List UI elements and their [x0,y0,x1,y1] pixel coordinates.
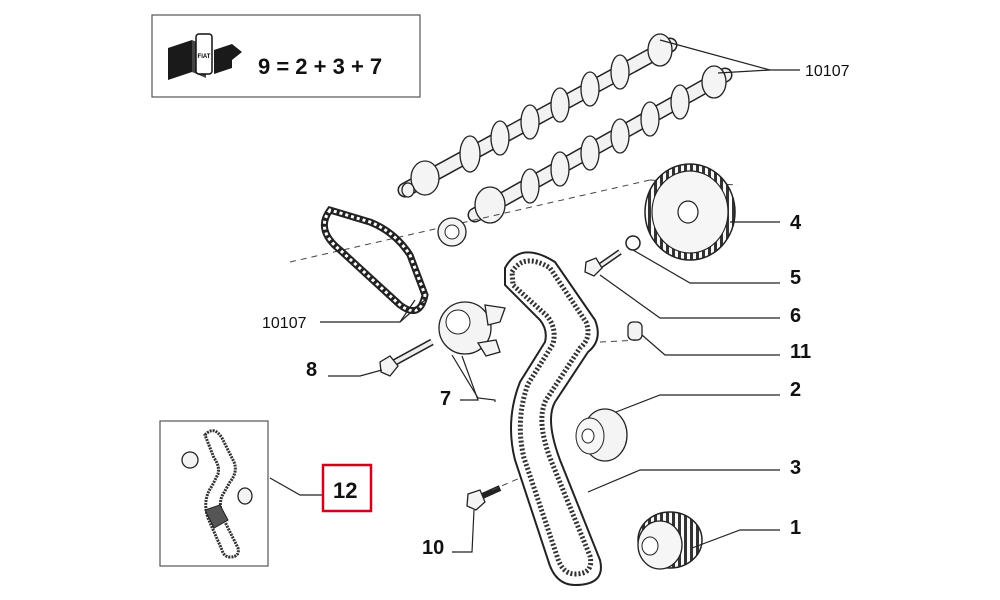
parts-kit-icon: FIAT [168,33,242,80]
highlight-box-12[interactable] [321,463,373,513]
label-4: 4 [790,212,802,234]
label-3: 3 [790,457,801,479]
camshaft-lower [467,65,733,224]
label-11: 11 [790,341,811,363]
kit-formula: 9 = 2 + 3 + 7 [258,54,382,79]
leader-camshaft-b [717,69,771,74]
leader-2 [615,394,780,413]
timing-chain [320,205,429,315]
leader-1 [691,529,780,549]
leader-7a [451,354,496,402]
leader-chain-b [399,299,416,323]
label-5: 5 [790,267,801,289]
timing-belt [504,251,602,587]
label-12[interactable]: 12 [333,478,357,503]
leader-7b [460,355,479,401]
label-7: 7 [440,388,451,410]
label-10: 10 [422,537,444,559]
leader-5 [632,249,780,284]
label-1: 1 [790,517,801,539]
camshaft-upper [397,33,678,198]
inset-assembly-box [159,420,269,567]
cam-pulley [644,163,736,261]
washer [625,235,641,251]
dowel-pin [627,321,643,341]
bolt-10 [466,485,502,511]
kit-box: FIAT 9 = 2 + 3 + 7 [151,14,421,98]
label-8: 8 [306,359,317,381]
leader-8 [328,369,383,377]
leader-10 [452,509,475,553]
idler-pulley [575,408,628,462]
kit-badge-text: FIAT [198,54,211,60]
label-2: 2 [790,379,801,401]
leader-3 [587,469,780,493]
leader-11 [641,334,780,356]
bolt-6 [584,249,622,277]
label-camshaft-ref: 10107 [805,63,850,80]
leader-6 [599,274,780,319]
label-6: 6 [790,305,801,327]
crank-pulley [637,511,703,570]
axis-line-bolt10 [491,477,521,491]
label-chain-ref: 10107 [262,315,307,332]
leader-camshaft-a [659,39,800,71]
tensioner [438,301,506,357]
leader-12 [269,477,322,496]
bolt-8 [379,338,434,377]
